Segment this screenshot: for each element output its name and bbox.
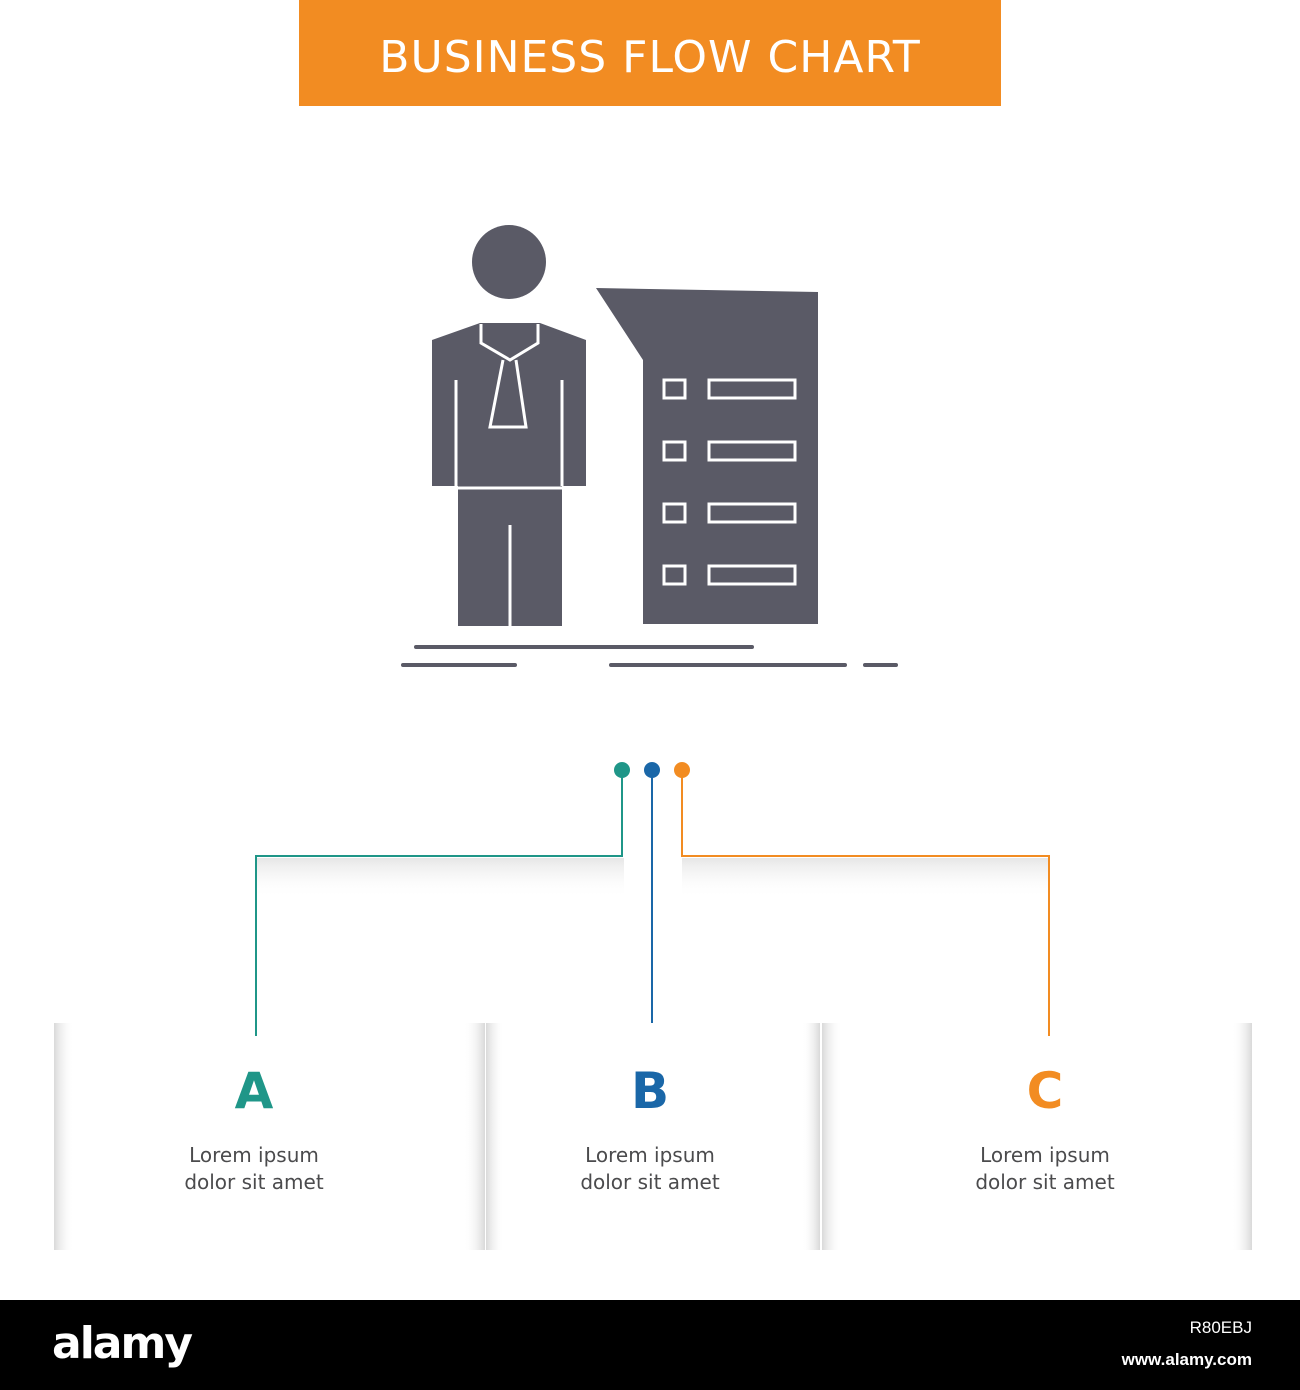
person-body — [432, 323, 586, 626]
flow-diagram — [54, 225, 1252, 1250]
connector-c — [681, 770, 1050, 1036]
step-card-b: B Lorem ipsum dolor sit amet — [500, 1066, 800, 1196]
page-title: BUSINESS FLOW CHART — [379, 31, 921, 83]
step-card-c: C Lorem ipsum dolor sit amet — [895, 1066, 1195, 1196]
businessman-presentation-checklist-icon — [401, 225, 898, 667]
image-id: R80EBJ — [1189, 1318, 1252, 1337]
step-description-b: Lorem ipsum dolor sit amet — [580, 1143, 720, 1194]
presentation-board — [596, 288, 818, 624]
person-head — [472, 225, 546, 299]
connector-a — [255, 770, 623, 1036]
stock-footer: alamy R80EBJ www.alamy.com — [0, 1300, 1300, 1390]
dot-b — [644, 762, 660, 778]
step-description-c: Lorem ipsum dolor sit amet — [975, 1143, 1115, 1194]
step-letter-c: C — [1026, 1062, 1064, 1120]
step-description-a: Lorem ipsum dolor sit amet — [184, 1143, 324, 1194]
step-card-a: A Lorem ipsum dolor sit amet — [104, 1066, 404, 1196]
site-url: www.alamy.com — [1121, 1350, 1252, 1369]
title-banner: BUSINESS FLOW CHART — [299, 0, 1001, 106]
dot-c — [674, 762, 690, 778]
dot-a — [614, 762, 630, 778]
alamy-logo: alamy — [52, 1318, 193, 1369]
step-letter-a: A — [234, 1062, 274, 1120]
step-letter-b: B — [630, 1062, 670, 1120]
card-shadows — [54, 1023, 1252, 1250]
